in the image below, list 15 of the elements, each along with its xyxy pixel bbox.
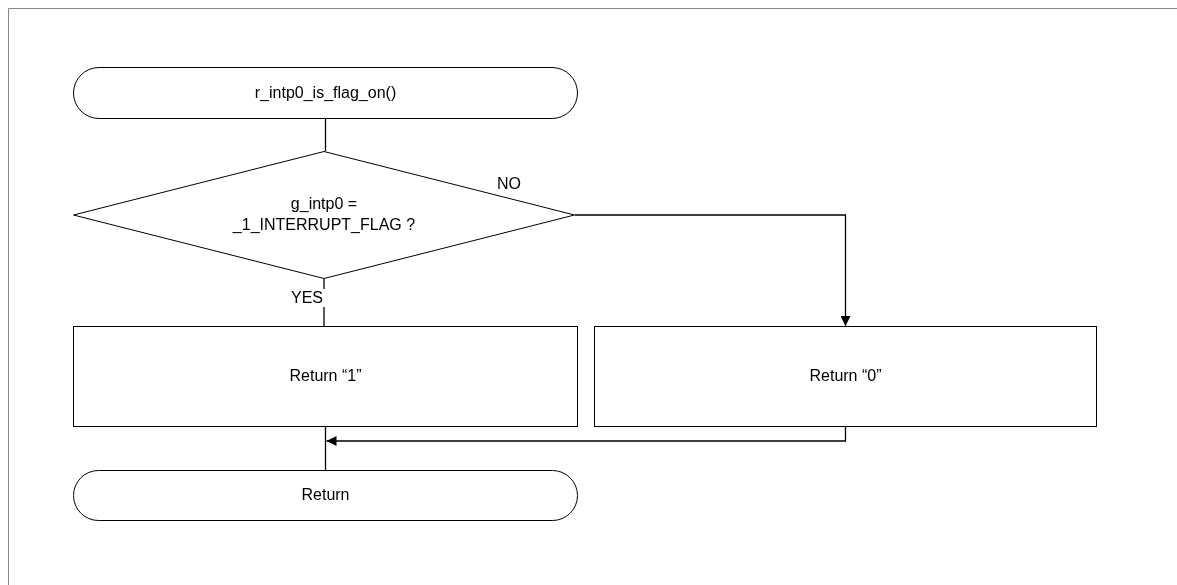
- node-text: Return: [301, 485, 350, 506]
- connector-line: [324, 118, 327, 152]
- terminal-shape: [73, 470, 578, 521]
- node-text: Return “0”: [809, 366, 882, 387]
- arrow: [574, 214, 851, 327]
- edge-label: YES: [289, 289, 325, 307]
- node-text: r_intp0_is_flag_on(): [254, 82, 397, 103]
- node-text: g_intp0 = _1_INTERRUPT_FLAG ?: [231, 194, 417, 235]
- terminal-shape: [73, 67, 578, 119]
- connector-line: [324, 426, 327, 471]
- process-box: [73, 326, 578, 427]
- arrow: [325, 426, 847, 446]
- decision-diamond: [73, 151, 575, 279]
- process-box: [594, 326, 1097, 427]
- node-text: Return “1”: [289, 366, 362, 387]
